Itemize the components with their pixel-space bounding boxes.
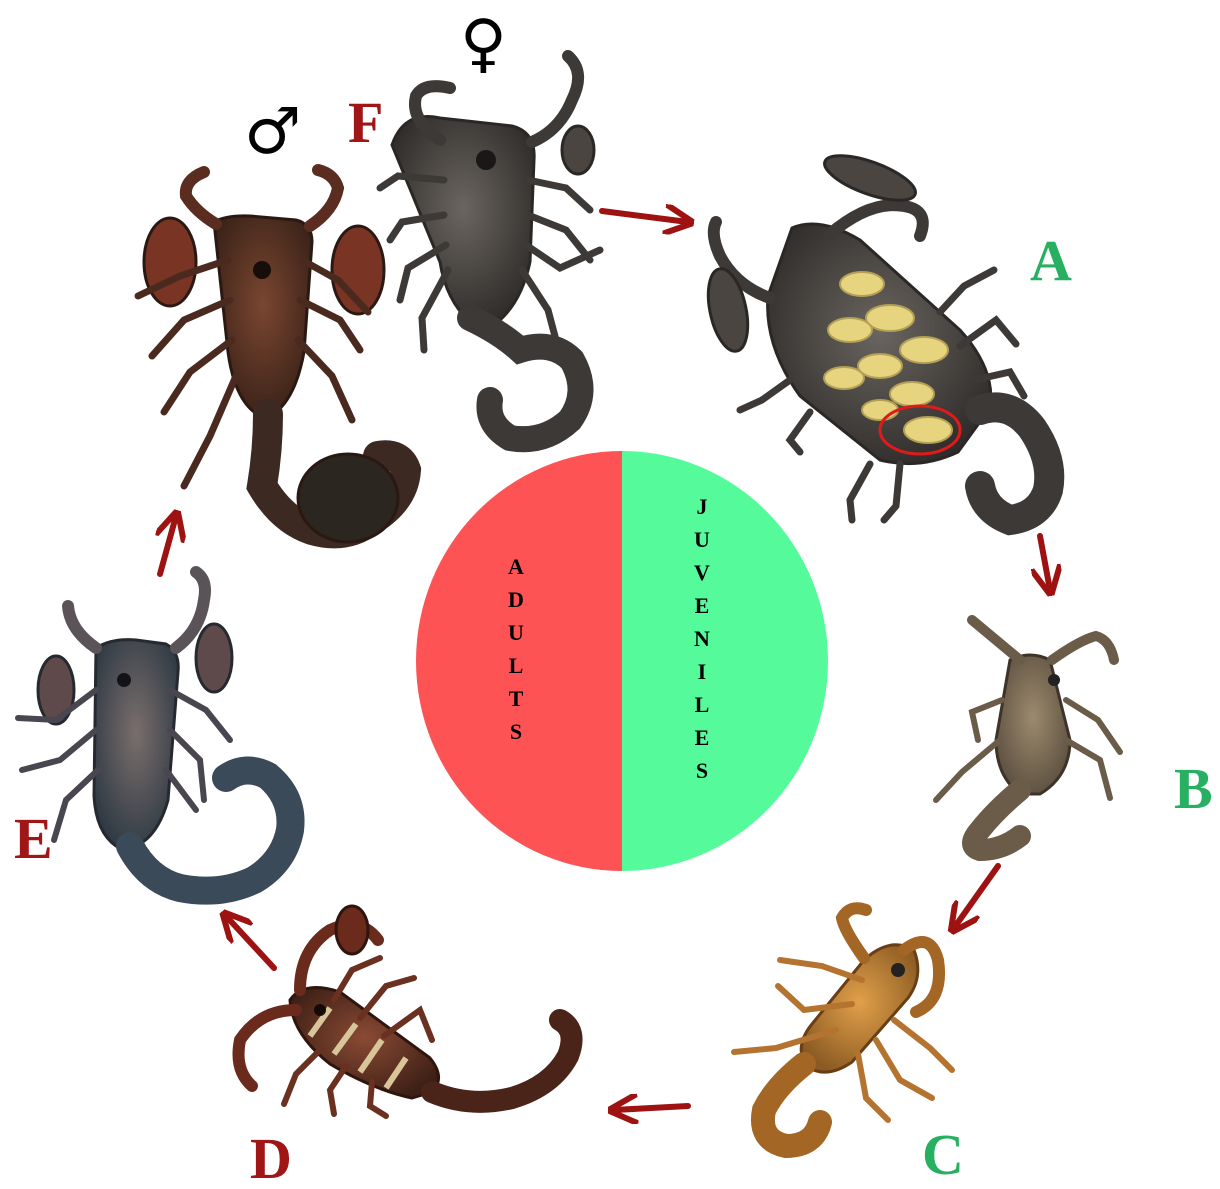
scorpion-stage-d <box>239 906 572 1116</box>
female-symbol: ♀ <box>460 12 507 76</box>
arrow-c-to-d <box>614 1106 688 1110</box>
juveniles-letter: N <box>694 628 710 650</box>
male-symbol: ♂ <box>244 100 301 164</box>
scorpion-adult-male <box>138 170 406 542</box>
stage-label-e: E <box>14 810 53 868</box>
adults-letter: U <box>508 622 524 644</box>
stage-label-f: F <box>348 94 383 152</box>
adults-letter: L <box>509 655 524 677</box>
scorpion-adult-female <box>380 56 600 439</box>
arrow-a-to-b <box>1040 536 1050 590</box>
juveniles-letter: E <box>695 727 710 749</box>
adults-letter: T <box>509 688 524 710</box>
center-circle <box>416 451 828 871</box>
scorpion-stage-e <box>18 572 291 891</box>
scorpion-stage-a <box>702 147 1050 520</box>
juveniles-letter: J <box>696 496 707 518</box>
juveniles-letter: V <box>694 562 710 584</box>
stage-label-b: B <box>1174 760 1213 818</box>
juveniles-letter: I <box>698 661 707 683</box>
stage-label-c: C <box>922 1126 964 1184</box>
arrow-f-to-a <box>602 211 688 222</box>
juveniles-letter: E <box>695 595 710 617</box>
stage-label-d: D <box>250 1130 292 1188</box>
arrow-d-to-e <box>226 916 274 968</box>
adults-letter: D <box>508 589 524 611</box>
juveniles-half <box>622 451 828 871</box>
scorpion-stage-b <box>936 620 1120 850</box>
adults-letter: A <box>508 556 524 578</box>
arrow-e-to-f <box>160 516 176 574</box>
juveniles-letter: U <box>694 529 710 551</box>
juveniles-letter: L <box>695 694 710 716</box>
scorpion-stage-c <box>734 908 952 1146</box>
juveniles-letter: S <box>696 760 708 782</box>
stage-label-a: A <box>1030 232 1072 290</box>
adults-letter: S <box>510 721 522 743</box>
arrow-b-to-c <box>954 866 998 928</box>
